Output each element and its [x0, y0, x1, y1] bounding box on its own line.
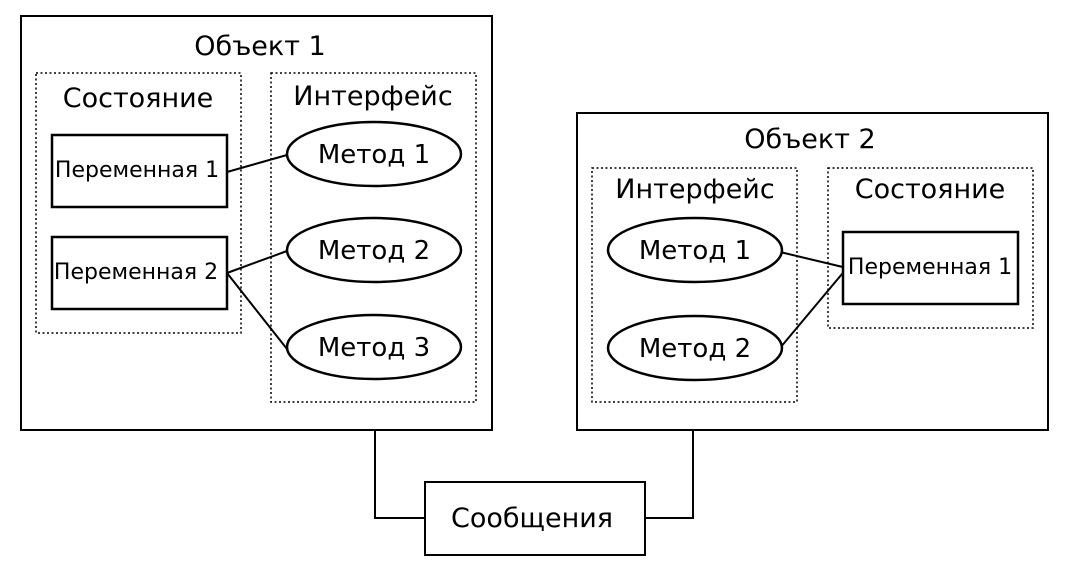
object-2-variable-1-box: [841, 230, 1020, 306]
object-2-method-2-label: Метод 2: [639, 334, 751, 364]
object2-to-messages-line: [645, 430, 694, 519]
object-1: Объект 1 Состояние Переменная 1 Переменн…: [20, 15, 493, 431]
object-2: Объект 2 Интерфейс Метод 1 Метод 2 Состо…: [576, 112, 1049, 431]
object-1-link-var2-method2: [226, 250, 288, 274]
object-2-method-2: [606, 314, 784, 382]
object-1-method-3: [285, 313, 463, 381]
object-2-link-method2-var1: [779, 267, 848, 349]
object-1-interface-border: [270, 72, 477, 403]
object-1-state-label: Состояние: [63, 83, 214, 114]
object-2-link-method1-var1: [779, 251, 848, 269]
object-2-method-1-label: Метод 1: [639, 236, 751, 266]
object-2-interface-border: [591, 167, 798, 403]
object-1-variable-2-box: [50, 235, 229, 311]
object-2-state-group: Состояние Переменная 1: [827, 167, 1034, 329]
object-2-state-label: Состояние: [855, 174, 1006, 205]
object-1-method-1: [285, 120, 463, 188]
object-2-variable-1-label: Переменная 1: [848, 255, 1012, 280]
messages-label: Сообщения: [451, 503, 613, 534]
messages-box: [424, 481, 646, 556]
object-2-method-1: [606, 216, 784, 284]
object-1-interface-label: Интерфейс: [293, 81, 452, 112]
object-1-title: Объект 1: [194, 31, 325, 62]
object-1-interface-group: Интерфейс Метод 1 Метод 2 Метод 3: [226, 72, 477, 403]
object-1-variable-1-label: Переменная 1: [55, 158, 219, 183]
message-connectors: [374, 402, 694, 519]
object-1-method-2: [285, 216, 463, 284]
object-1-state-border: [35, 72, 242, 334]
object-1-method-2-label: Метод 2: [318, 236, 430, 266]
object-1-method-3-label: Метод 3: [318, 333, 430, 363]
object-1-method-1-label: Метод 1: [318, 140, 430, 170]
object-2-interface-label: Интерфейс: [615, 174, 774, 205]
object-1-variable-2-label: Переменная 2: [54, 260, 218, 285]
object-1-link-var2-method3: [226, 272, 288, 350]
object1-to-messages-line: [374, 402, 425, 519]
object-1-link-var1-method1: [226, 154, 288, 173]
object-2-state-border: [827, 167, 1034, 329]
object-1-variable-1-box: [50, 133, 229, 209]
messages-node: Сообщения: [424, 481, 646, 556]
object-2-interface-group: Интерфейс Метод 1 Метод 2: [591, 167, 848, 403]
object-2-title: Объект 2: [744, 124, 875, 155]
object-1-state-group: Состояние Переменная 1 Переменная 2: [35, 72, 242, 334]
